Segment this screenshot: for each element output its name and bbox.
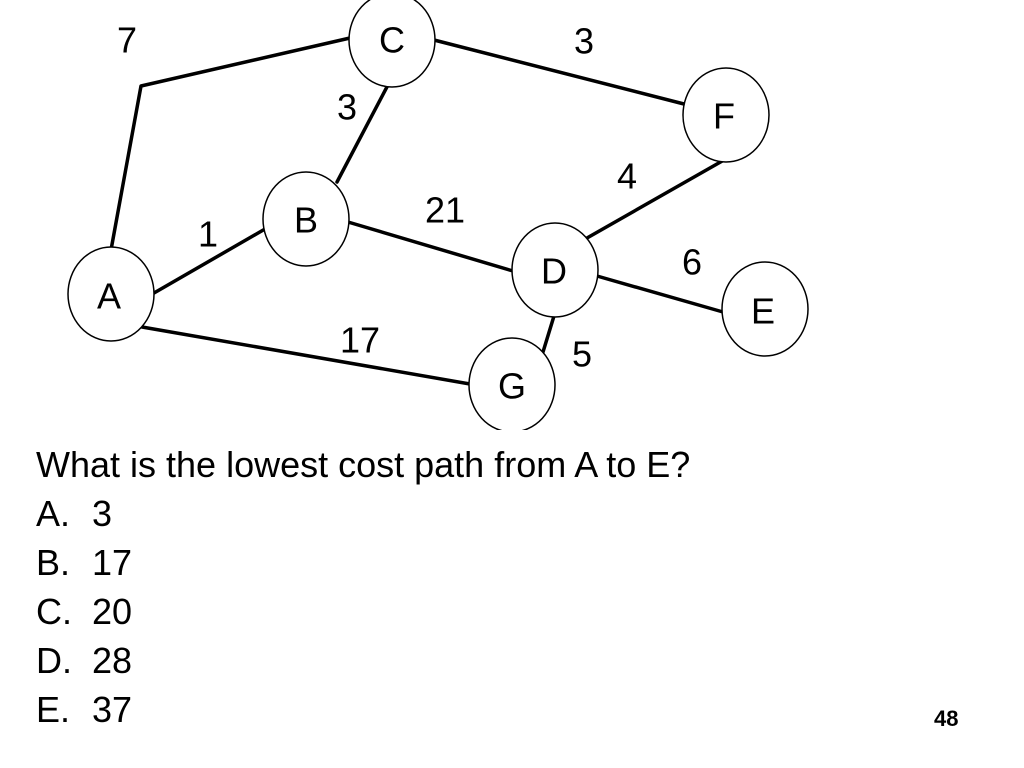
node-e: E [721,261,809,357]
svg-text:D: D [541,251,567,292]
option-letter: B. [36,542,71,583]
edge-d-g [541,314,556,354]
question-block: What is the lowest cost path from A to E… [36,440,690,734]
edge-label-d-f: 4 [617,156,637,197]
edge-label-a-c: 7 [117,20,137,61]
answer-option-d: D. 28 [36,636,690,685]
edge-label-b-d: 21 [425,190,465,231]
node-c: C [348,0,436,88]
node-g: G [468,337,556,430]
edge-b-d [346,220,515,273]
option-letter: A. [36,493,71,534]
question-text: What is the lowest cost path from A to E… [36,444,691,485]
edge-label-d-g: 5 [572,334,592,375]
node-a: A [67,246,155,342]
answer-option-e: E. 37 [36,685,690,734]
graph-diagram: C F B A D E G 7 3 3 1 21 4 6 17 5 [67,0,809,430]
svg-text:E: E [751,291,775,332]
option-value: 37 [92,689,133,730]
edge-d-e [595,274,725,314]
answer-option-a: A. 3 [36,489,690,538]
edge-label-c-b: 3 [337,87,357,128]
edge-d-f [585,158,726,240]
option-letter: D. [36,640,72,681]
edge-a-c [109,36,352,252]
page-number: 48 [934,706,959,731]
answer-option-c: C. 20 [36,587,690,636]
option-value: 28 [92,640,133,681]
edge-label-a-g: 17 [340,320,380,361]
edge-c-b [335,81,391,184]
option-value: 3 [92,493,113,534]
answer-option-b: B. 17 [36,538,690,587]
option-value: 17 [92,542,133,583]
edge-label-a-b: 1 [198,214,218,255]
option-value: 20 [92,591,133,632]
edge-c-f [432,38,686,106]
svg-text:F: F [713,96,735,137]
node-f: F [682,67,770,163]
svg-text:G: G [498,366,526,407]
edge-a-g [140,325,472,386]
edge-label-d-e: 6 [682,242,702,283]
node-b: B [262,171,350,267]
option-letter: C. [36,591,72,632]
option-letter: E. [36,689,71,730]
svg-text:A: A [97,276,121,317]
edge-label-c-f: 3 [574,21,594,62]
svg-text:C: C [379,20,405,61]
edge-a-b [152,227,267,295]
node-d: D [511,222,599,318]
svg-text:B: B [294,200,318,241]
